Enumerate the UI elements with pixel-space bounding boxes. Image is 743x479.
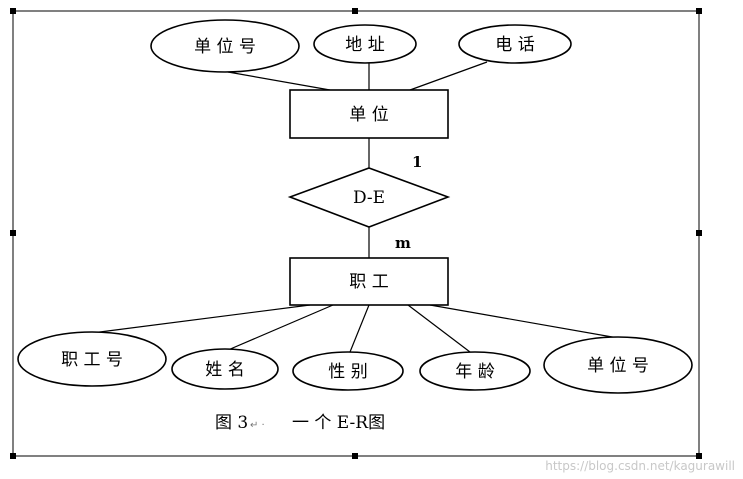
resize-handle-bottom-center[interactable]	[352, 453, 358, 459]
attribute-label: 单 位 号	[194, 37, 256, 57]
entity-unit: 单 位	[289, 89, 449, 139]
attribute-employee-name: 姓 名	[171, 348, 279, 390]
line-employee-unit-id	[429, 304, 619, 339]
attribute-employee-gender: 性 别	[292, 351, 404, 391]
line-unit-id	[227, 71, 331, 91]
attribute-label: 地 址	[345, 35, 384, 55]
relationship-label: D-E	[353, 188, 385, 208]
watermark: https://blog.csdn.net/kagurawill	[545, 459, 735, 473]
resize-handle-middle-right[interactable]	[696, 230, 702, 236]
caption-mark: ↵ ·	[250, 420, 265, 431]
attribute-employee-unit-id: 单 位 号	[543, 336, 693, 394]
caption-text: 一 个 E-R图	[292, 413, 385, 433]
resize-handles[interactable]	[10, 8, 702, 459]
cardinality-employee-side: m	[395, 234, 411, 252]
cardinality-unit-side: 1	[412, 153, 422, 171]
figure-caption: 图 3 ↵ · 一 个 E-R图	[215, 413, 385, 433]
entity-employee: 职 工	[289, 257, 449, 306]
attribute-unit-phone: 电 话	[458, 24, 572, 64]
attribute-unit-id: 单 位 号	[150, 19, 300, 73]
attribute-label: 年 龄	[455, 362, 494, 382]
attribute-employee-id: 职 工 号	[17, 331, 167, 387]
resize-handle-top-left[interactable]	[10, 8, 16, 14]
relationship-d-e: D-E	[287, 167, 451, 228]
line-employee-age	[407, 304, 471, 353]
attribute-label: 姓 名	[205, 360, 244, 380]
attribute-label: 单 位 号	[587, 356, 649, 376]
line-employee-name	[227, 304, 334, 351]
line-employee-gender	[349, 304, 370, 353]
resize-handle-top-center[interactable]	[352, 8, 358, 14]
attribute-label: 职 工 号	[61, 350, 123, 370]
caption-prefix: 图 3	[215, 413, 248, 433]
line-unit-phone	[409, 61, 488, 91]
resize-handle-bottom-left[interactable]	[10, 453, 16, 459]
attribute-employee-age: 年 龄	[419, 351, 531, 391]
line-employee-id	[91, 304, 311, 334]
attribute-label: 性 别	[328, 362, 367, 382]
connector-lines	[91, 61, 619, 353]
entity-label: 职 工	[349, 272, 388, 292]
attribute-unit-address: 地 址	[313, 24, 417, 64]
resize-handle-bottom-right[interactable]	[696, 453, 702, 459]
attribute-label: 电 话	[495, 35, 534, 55]
entity-label: 单 位	[349, 105, 388, 125]
resize-handle-middle-left[interactable]	[10, 230, 16, 236]
resize-handle-top-right[interactable]	[696, 8, 702, 14]
